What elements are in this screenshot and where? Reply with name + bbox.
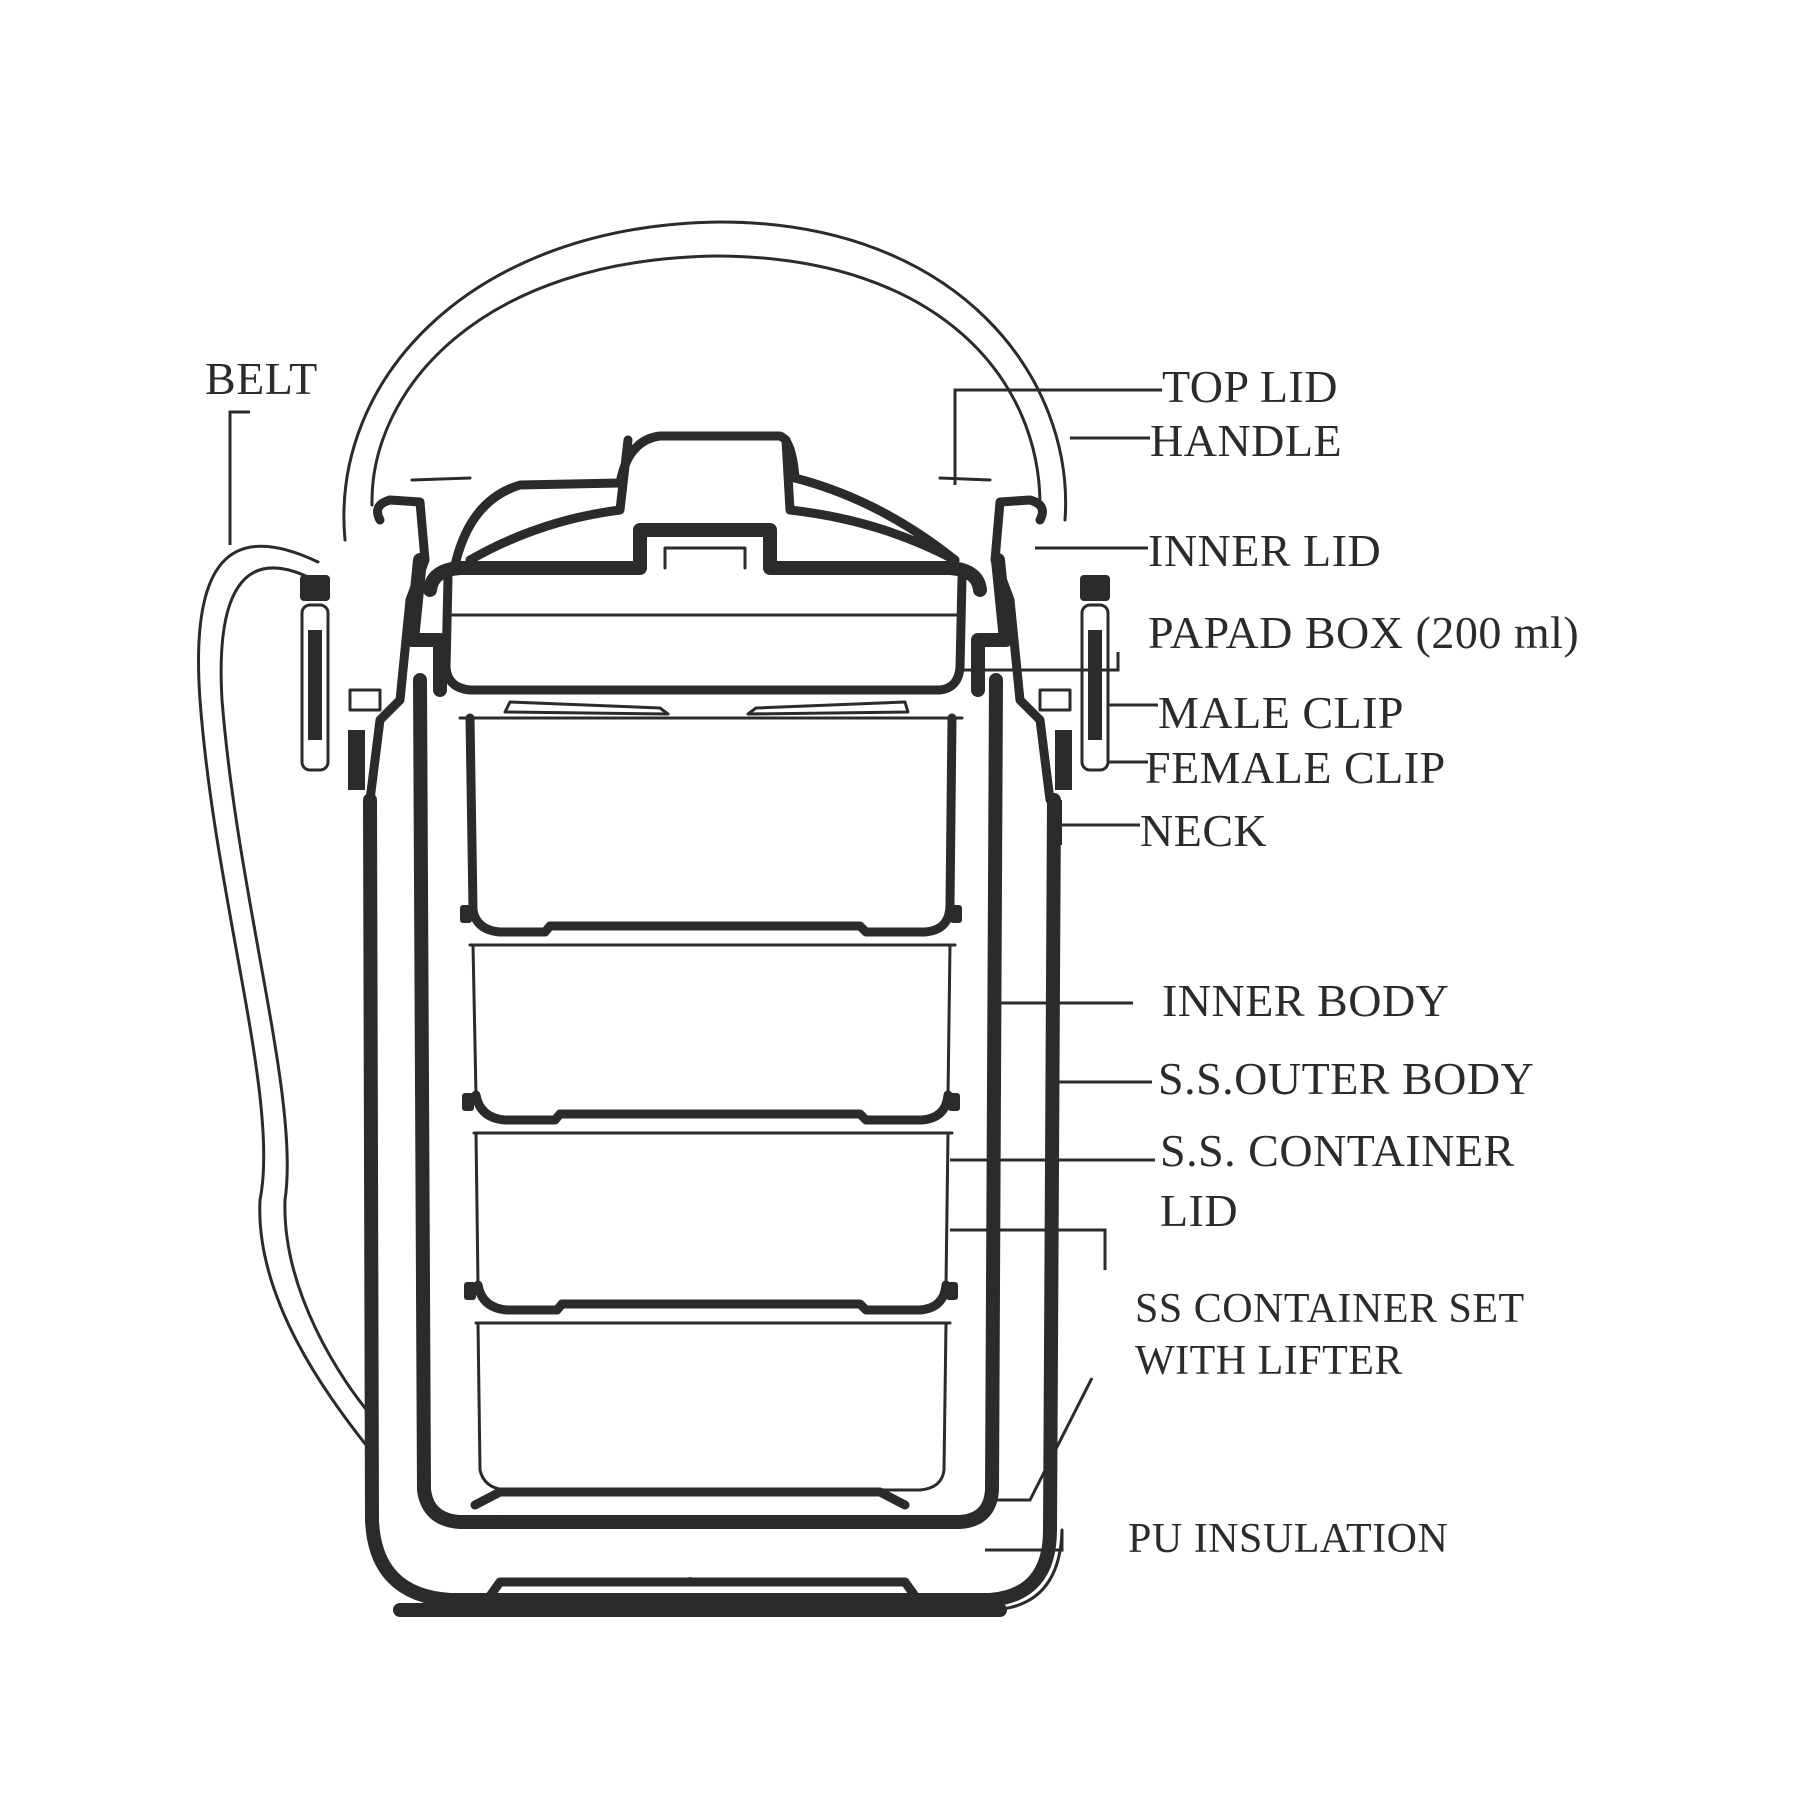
label-belt: BELT [205,353,318,404]
container-lifter [503,700,910,716]
handle [342,220,1068,542]
belt [197,544,377,1452]
papad-box [441,573,967,695]
label-papad-box: PAPAD BOX (200 ml) [1148,607,1580,658]
neck [1048,800,1062,845]
label-ss-container-lid-1: S.S. CONTAINER [1160,1125,1515,1176]
label-ss-container-set-2: WITH LIFTER [1135,1338,1403,1384]
base [393,1577,1007,1617]
inner-body [413,673,1003,1529]
right-clip-assembly [971,495,1110,805]
label-pu-insulation: PU INSULATION [1128,1516,1449,1562]
container-stack [458,713,964,1492]
top-lid [410,431,992,570]
label-top-lid: TOP LID [1162,361,1338,412]
label-neck: NECK [1140,805,1268,856]
label-ss-container-set-1: SS CONTAINER SET [1135,1286,1525,1332]
label-ss-outer-body: S.S.OUTER BODY [1158,1053,1535,1104]
label-ss-container-lid-2: LID [1160,1185,1239,1236]
lifter-base [470,1487,911,1528]
label-male-clip: MALE CLIP [1158,687,1404,738]
label-female-clip: FEMALE CLIP [1145,742,1446,793]
inner-lid [423,523,987,597]
label-inner-lid: INNER LID [1148,525,1382,576]
label-handle: HANDLE [1150,415,1343,466]
left-clip-assembly [300,495,447,805]
label-inner-body: INNER BODY [1162,975,1450,1026]
leader-lines [228,388,1162,1552]
